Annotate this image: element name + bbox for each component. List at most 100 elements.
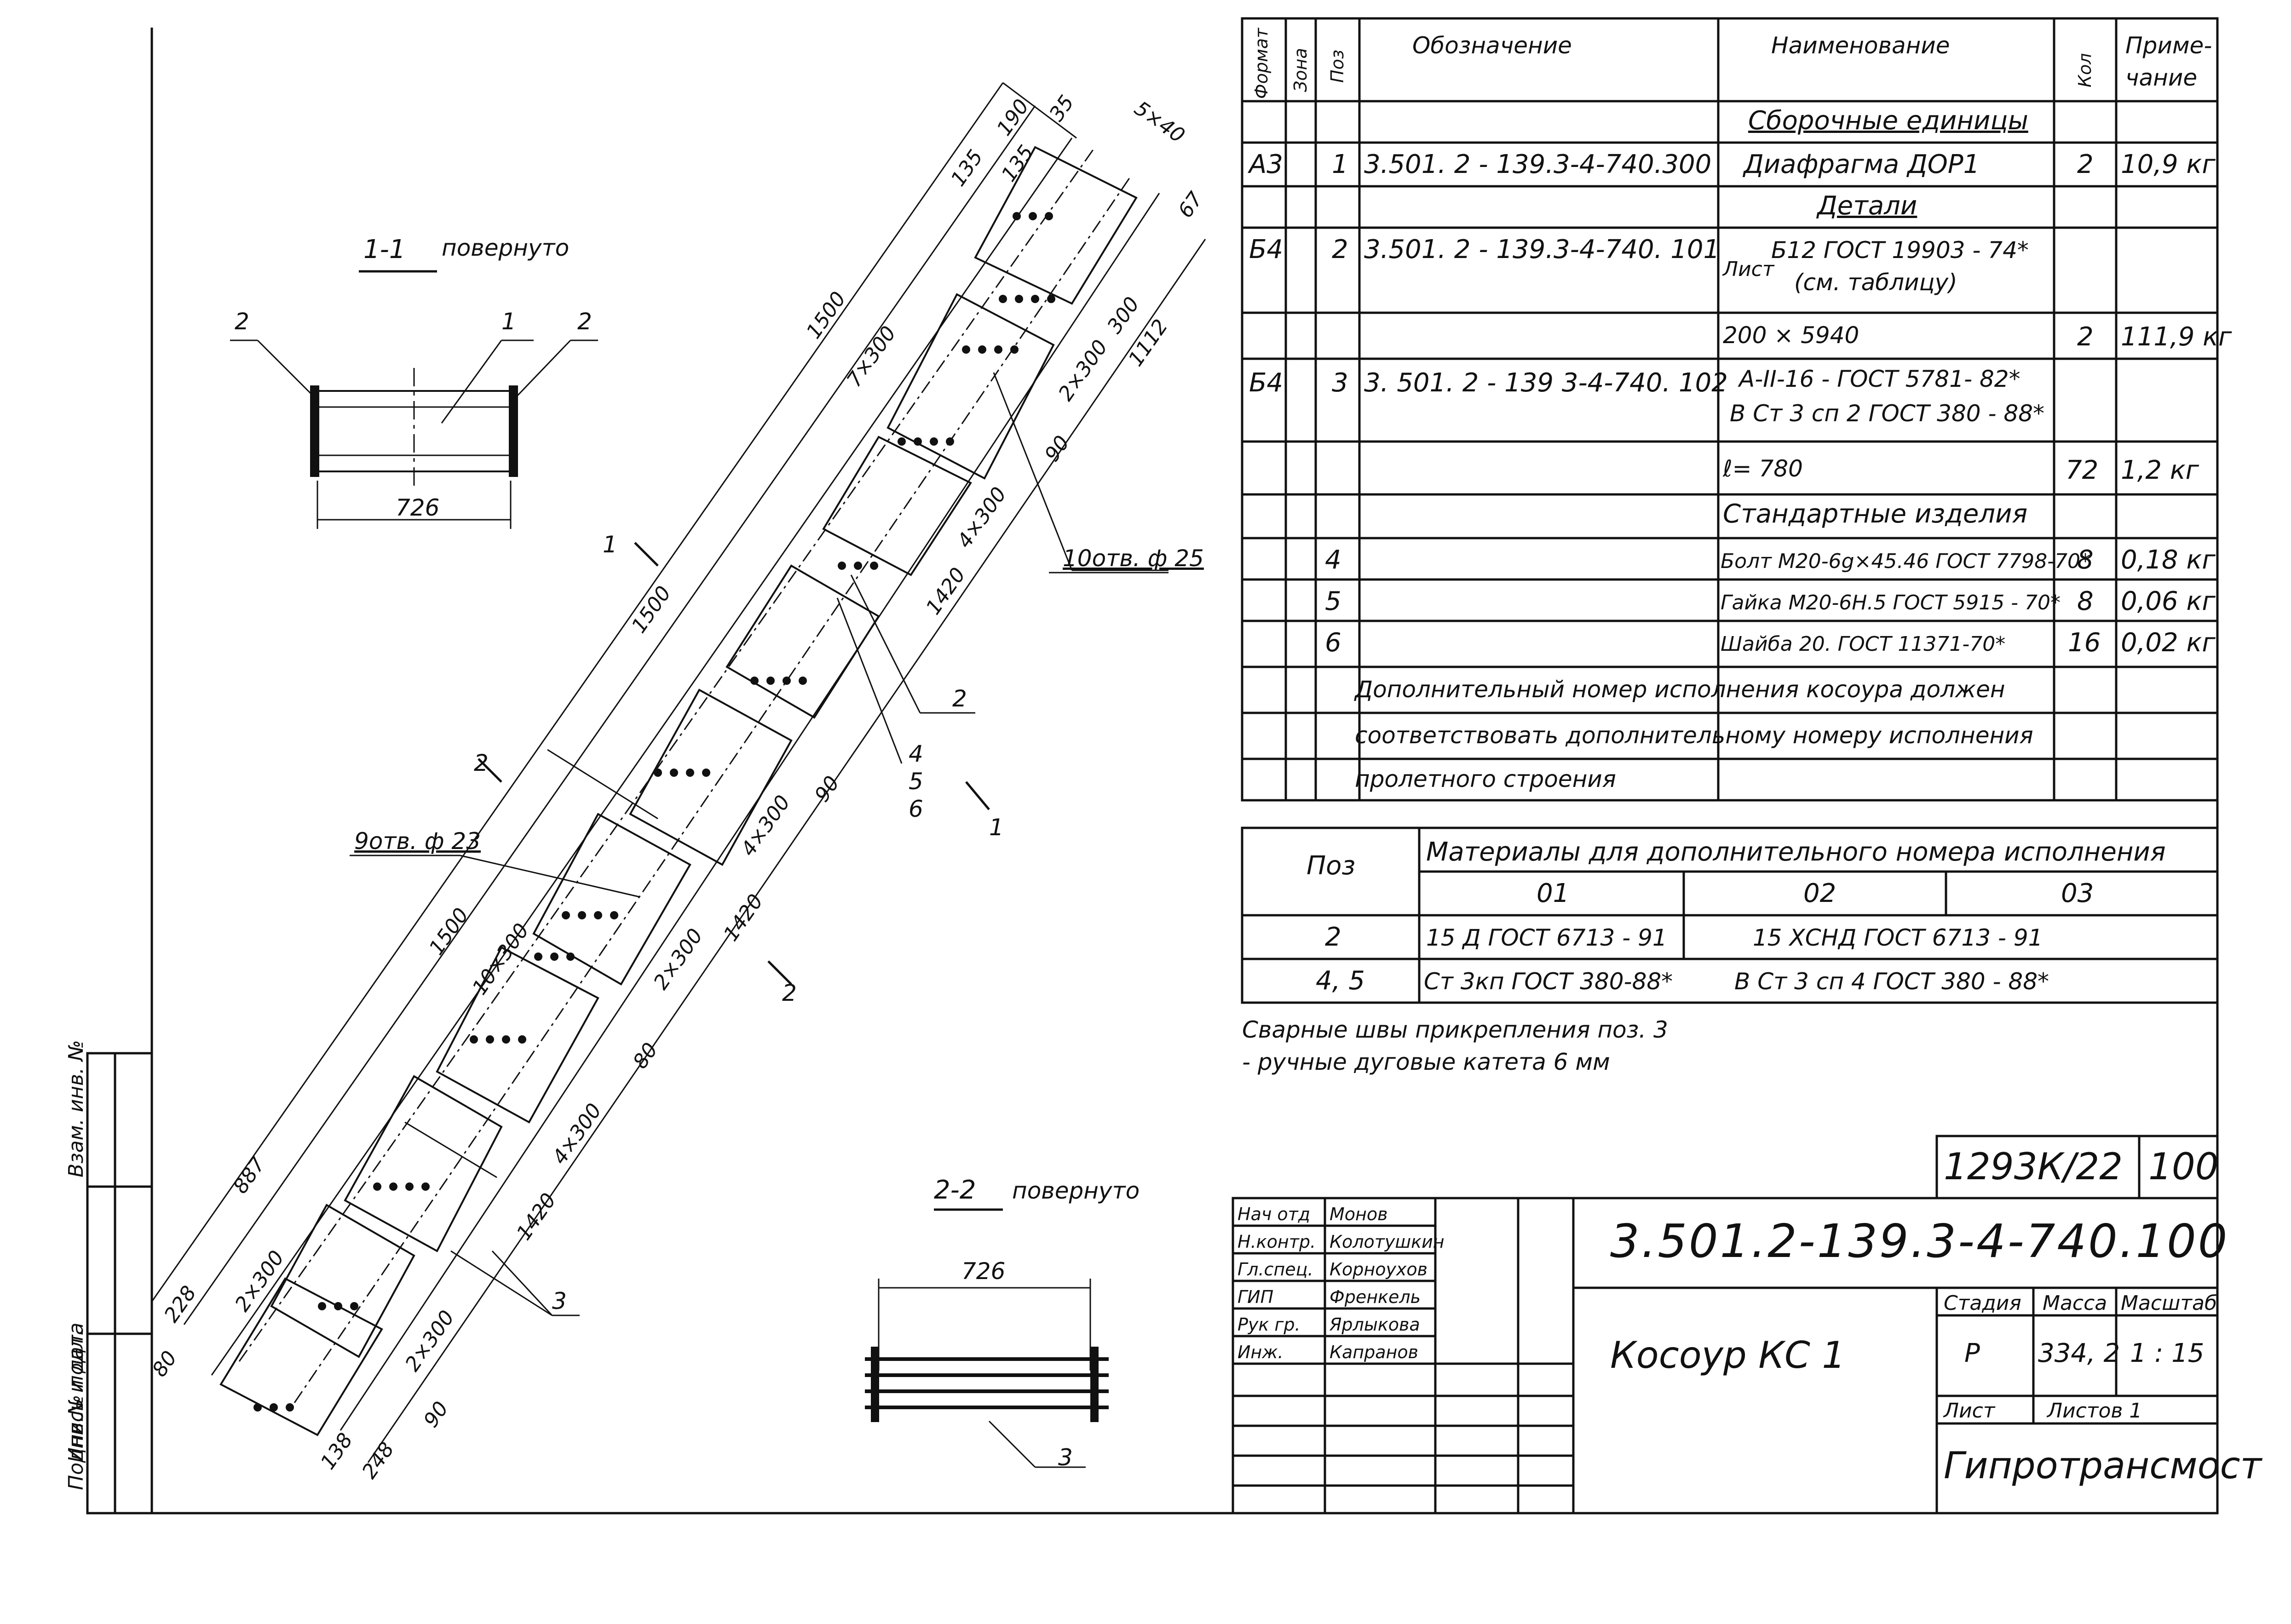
role-2: Н.контр. [1238,1232,1316,1252]
header-qty: Кол [2075,53,2095,87]
row2-name-2: (см. таблицу) [1794,269,1957,296]
callout-ref-5: 5 [909,768,923,795]
row4-name: Болт М20-6g×45.46 ГОСТ 7798-70* [1721,550,2090,573]
row5-pos: 5 [1325,586,1341,616]
header-designation: Обозначение [1412,32,1572,59]
row2-name-1: Б12 ГОСТ 19903 - 74* [1771,237,2029,264]
callout-holes-9: 9отв. ф 23 [354,828,481,855]
role-4-name: Френкель [1330,1287,1421,1307]
section-1-title: 1-1 [363,235,406,264]
callout-ref-3: 3 [552,1288,567,1314]
section-2-dim: 726 [961,1258,1006,1285]
row3-format: Б4 [1249,368,1284,398]
header-format: Формат [1251,28,1272,99]
materials-row1-c0203: 15 ХСНД ГОСТ 6713 - 91 [1753,924,2043,951]
row5-name: Гайка М20-6Н.5 ГОСТ 5915 - 70* [1721,591,2061,614]
section-1-label-2b: 2 [577,308,592,335]
materials-row2-c0203: В Ст 3 сп 4 ГОСТ 380 - 88* [1734,968,2049,995]
role-6: Инж. [1238,1342,1284,1362]
role-3-name: Корноухов [1330,1259,1428,1280]
sheet-code: 1293К/22 [1944,1145,2123,1188]
materials-col-02: 02 [1803,878,1836,908]
section-details: Детали [1817,191,1917,221]
weld-note-line-2: - ручные дуговые катета 6 мм [1242,1049,1610,1075]
row6-name: Шайба 20. ГОСТ 11371-70* [1721,632,2006,656]
row3-qty: 72 [2066,455,2099,485]
row2-qty: 2 [2077,322,2094,352]
stamp-stage: Р [1964,1338,1980,1368]
row6-note: 0,02 кг [2121,628,2216,658]
row2-format: Б4 [1249,235,1284,264]
row3-name-2: В Ст 3 сп 2 ГОСТ 380 - 88* [1730,400,2045,427]
cut-marker-2b: 2 [782,980,797,1006]
stamp-title: Косоур КС 1 [1610,1334,1846,1377]
cut-marker-2a: 2 [474,750,489,776]
side-stamp-vzam-inv: Взам. инв. № [64,1040,88,1177]
row6-qty: 16 [2068,628,2101,658]
remark-line-1: Дополнительный номер исполнения косоура … [1355,676,2005,703]
callout-holes-10: 10отв. ф 25 [1063,545,1204,572]
header-zone: Зона [1290,48,1311,92]
materials-col-03: 03 [2061,878,2094,908]
row5-qty: 8 [2077,586,2094,616]
stamp-scale: 1 : 15 [2130,1338,2205,1368]
row2-pos: 2 [1332,235,1348,264]
row1-pos: 1 [1332,149,1348,179]
row1-designation: 3.501. 2 - 139.3-4-740.300 [1364,149,1712,179]
row4-qty: 8 [2077,545,2094,575]
role-6-name: Капранов [1330,1342,1419,1362]
row1-qty: 2 [2077,149,2094,179]
role-5: Рук гр. [1238,1314,1301,1335]
row3-designation: 3. 501. 2 - 139 3-4-740. 102 [1364,368,1728,398]
remark-line-3: пролетного строения [1355,766,1616,792]
section-2-subtitle: повернуто [1012,1177,1140,1204]
callout-ref-2: 2 [952,685,967,712]
header-note-2: чание [2125,64,2198,91]
stamp-sheet-label: Лист [1944,1399,1995,1423]
section-1-label-1: 1 [501,308,516,335]
sheet-number: 100 [2148,1145,2219,1188]
section-standard: Стандартные изделия [1723,499,2028,529]
role-2-name: Колотушкин [1330,1232,1445,1252]
materials-row1-c01: 15 Д ГОСТ 6713 - 91 [1426,924,1667,951]
materials-col-01: 01 [1537,878,1570,908]
section-1-subtitle: повернуто [442,235,570,261]
section-1-dim: 726 [396,494,440,521]
stamp-sheets-label: Листов 1 [2047,1399,2142,1423]
section-2-label-3: 3 [1058,1444,1073,1471]
role-4: ГИП [1238,1287,1274,1307]
row1-format: А3 [1249,149,1283,179]
section-1-label-2a: 2 [235,308,249,335]
role-3: Гл.спец. [1238,1259,1313,1280]
stamp-designation: 3.501.2-139.3-4-740.100 [1610,1214,2229,1268]
materials-row2-pos: 4, 5 [1316,966,1365,996]
row4-pos: 4 [1325,545,1341,575]
row3-pos: 3 [1332,368,1348,398]
role-5-name: Ярлыкова [1330,1314,1420,1335]
materials-title: Материалы для дополнительного номера исп… [1426,837,2166,867]
stamp-stage-label: Стадия [1944,1291,2021,1315]
header-name: Наименование [1771,32,1950,59]
materials-row1-pos: 2 [1325,922,1341,952]
role-1: Нач отд [1238,1204,1311,1224]
row6-pos: 6 [1325,628,1341,658]
stamp-mass: 334, 2 [2038,1338,2120,1368]
row2-note: 111,9 кг [2121,322,2232,352]
role-1-name: Монов [1330,1204,1388,1224]
section-2-title: 2-2 [934,1175,976,1205]
header-pos: Поз [1327,49,1347,83]
section-assemblies: Сборочные единицы [1748,106,2028,136]
row2-designation: 3.501. 2 - 139.3-4-740. 101 [1364,235,1720,264]
materials-row2-c01: Ст 3кп ГОСТ 380-88* [1424,968,1673,995]
header-note-1: Приме- [2125,32,2212,59]
row5-note: 0,06 кг [2121,586,2216,616]
row4-note: 0,18 кг [2121,545,2216,575]
row3-name-1: А-II-16 - ГОСТ 5781- 82* [1739,366,2020,392]
stamp-scale-label: Масштаб [2121,1291,2217,1315]
row3-note: 1,2 кг [2121,455,2199,485]
weld-note-line-1: Сварные швы прикрепления поз. 3 [1242,1016,1668,1043]
row2-name-prefix: Лист [1723,258,1774,281]
stamp-org: Гипротрансмост [1944,1444,2262,1487]
row3-name-3: ℓ= 780 [1723,455,1803,482]
